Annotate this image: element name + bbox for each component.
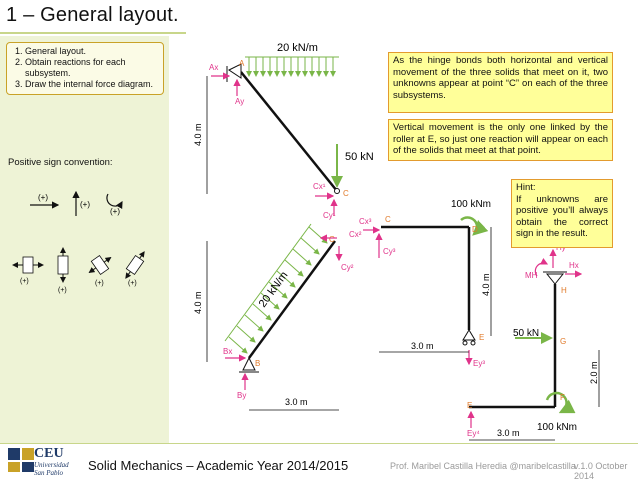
axial-sign-icon: [12, 256, 44, 274]
bending-sign-icon: [88, 255, 112, 275]
reaction-label: Cy¹: [323, 211, 336, 220]
distributed-load-incline: [224, 223, 328, 354]
note-hint: Hint: If unknowns are positive you’ll al…: [511, 179, 613, 248]
reaction-label: Cx²: [349, 230, 362, 239]
sign-label: (+): [20, 278, 29, 285]
footer: [0, 443, 638, 478]
hinge-icon: [334, 188, 340, 194]
slide-title: 1 – General layout.: [6, 4, 179, 26]
moment-ccw-icon: [106, 193, 123, 209]
load-label: 100 kNm: [451, 199, 491, 210]
reaction-label: Ay: [235, 97, 244, 106]
reaction-label: Cx¹: [313, 182, 326, 191]
sign-label: (+): [58, 287, 67, 294]
point-label: C: [385, 215, 391, 224]
sign-convention-icons: (+) (+) (+) (+) (+) (+) (+): [12, 190, 145, 294]
reaction-label: Cx³: [359, 217, 372, 226]
reaction-label: Ey⁴: [467, 429, 480, 438]
footer-author: Prof. Maribel Castilla Heredia @maribelc…: [390, 461, 576, 471]
reaction-label: MH: [525, 271, 538, 280]
sign-label: (+): [110, 207, 120, 216]
sign-convention-title: Positive sign convention:: [8, 157, 113, 168]
sign-label: (+): [128, 280, 137, 287]
load-label: 20 kN/m: [277, 42, 318, 54]
distributed-load-top: [245, 56, 339, 77]
dimension-label: 4.0 m: [193, 291, 203, 314]
reaction-label: Ey³: [473, 359, 485, 368]
dimension-label: 3.0 m: [497, 428, 520, 438]
reaction-label: By: [237, 391, 246, 400]
dimension-label: 3.0 m: [411, 341, 434, 351]
point-label: C: [343, 189, 349, 198]
reaction-label: Cy³: [383, 247, 396, 256]
reaction-label: Bx: [223, 347, 232, 356]
steps-box: General layout. Obtain reactions for eac…: [6, 42, 164, 95]
point-label: A: [239, 59, 245, 68]
note-roller: Vertical movement is the only one linked…: [388, 119, 613, 161]
title-underline: [0, 32, 186, 34]
point-label: E: [467, 401, 472, 410]
point-label: D: [472, 225, 478, 234]
pin-support-icon: [239, 356, 259, 373]
logo-text: CEU Universidad San Pablo: [34, 446, 69, 478]
left-panel: [0, 36, 169, 443]
moment-reaction-icon: [534, 258, 549, 277]
step-item: Obtain reactions for each subsystem.: [25, 57, 159, 79]
footer-divider: [0, 443, 638, 444]
reaction-label: Ax: [209, 63, 218, 72]
sign-label: (+): [38, 193, 48, 202]
moment-arrow-icon: [460, 216, 489, 236]
shear-sign-icon: [57, 247, 69, 283]
logo-line: San Pablo: [34, 469, 63, 477]
point-label: B: [255, 359, 260, 368]
dimension-label: 2.0 m: [589, 361, 599, 384]
dimension-label: 3.0 m: [285, 397, 308, 407]
dimension-label: 4.0 m: [481, 273, 491, 296]
roller-support-icon: [462, 329, 476, 346]
point-label: F: [560, 393, 565, 402]
logo-line: Universidad: [34, 461, 69, 469]
load-label: 50 kN: [513, 328, 539, 339]
member-bc: [247, 240, 337, 359]
point-label: E: [479, 333, 484, 342]
university-logo-icon: [8, 448, 34, 472]
logo-title: CEU: [34, 446, 64, 461]
note-hinge: As the hinge bonds both horizontal and v…: [388, 52, 613, 113]
sign-label: (+): [95, 280, 104, 287]
point-label: C: [329, 235, 335, 244]
moment-arrow-icon: [545, 391, 576, 414]
reaction-label: Cy²: [341, 263, 354, 272]
sign-label: (+): [80, 200, 90, 209]
step-item: General layout.: [25, 46, 159, 57]
fixed-support-icon: [543, 271, 567, 285]
load-label: 50 kN: [345, 151, 374, 163]
structure-diagram: 20 kN/m A Ax Ay 4.0 m 50 kN C Cx¹ Cy¹ 20…: [193, 42, 600, 441]
point-label: H: [561, 286, 567, 295]
dimension-label: 4.0 m: [193, 123, 203, 146]
member-ac: [240, 71, 338, 192]
footer-version: v.1.0 October 2014: [574, 461, 628, 481]
inclined-sign-icon: [125, 251, 145, 279]
step-item: Draw the internal force diagram.: [25, 79, 159, 90]
footer-course: Solid Mechanics – Academic Year 2014/201…: [88, 458, 349, 473]
reaction-label: Hx: [569, 261, 579, 270]
load-label: 100 kNm: [537, 422, 577, 433]
point-label: G: [560, 337, 566, 346]
